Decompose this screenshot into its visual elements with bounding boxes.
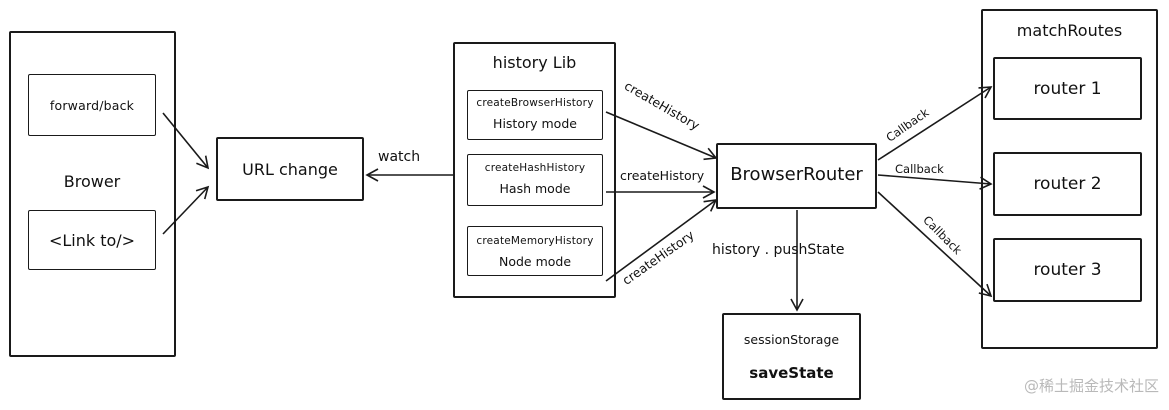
router-1-label: router 1 — [1033, 79, 1102, 99]
router-1-box — [993, 57, 1142, 120]
watch-label: watch — [378, 149, 421, 165]
match-routes-panel — [981, 9, 1158, 349]
arrow-memoryhistory-to-router — [605, 199, 718, 282]
push-state-label: history . pushState — [712, 242, 845, 258]
callback-label-2: Callback — [895, 162, 944, 176]
browser-history-mode: History mode — [493, 116, 577, 131]
history-lib-panel — [453, 42, 616, 298]
browser-router-label: BrowserRouter — [730, 164, 863, 185]
arrow-router-to-route1 — [877, 86, 993, 161]
browser-history-fn: createBrowserHistory — [476, 97, 594, 109]
hash-history-fn: createHashHistory — [484, 162, 586, 174]
forward-back-label: forward/back — [49, 98, 135, 113]
router-2-box — [993, 152, 1142, 216]
forward-back-box — [28, 74, 156, 136]
save-state-label: saveState — [749, 364, 834, 382]
session-storage-box — [722, 313, 861, 400]
match-routes-title: matchRoutes — [1016, 21, 1123, 40]
session-storage-title: sessionStorage — [743, 332, 840, 347]
browser-router-box — [716, 143, 877, 209]
memory-history-fn: createMemoryHistory — [476, 235, 594, 247]
arrow-link-to-url — [162, 185, 210, 235]
memory-history-mode: Node mode — [498, 254, 572, 269]
browser-title: Brower — [63, 172, 121, 191]
arrow-browserhistory-to-router — [605, 111, 718, 161]
browser-history-box — [467, 90, 603, 140]
url-change-label: URL change — [242, 160, 338, 179]
memory-history-box — [467, 226, 603, 276]
watermark: @稀土掘金技术社区 — [1023, 377, 1159, 395]
browser-panel — [9, 31, 176, 357]
create-history-label-2: createHistory — [620, 168, 705, 183]
hash-history-box — [467, 154, 603, 206]
router-3-label: router 3 — [1033, 260, 1102, 280]
arrow-router-to-route3 — [877, 191, 993, 298]
router-2-label: router 2 — [1033, 174, 1102, 194]
hash-history-mode: Hash mode — [499, 181, 571, 196]
link-to-box — [28, 210, 156, 270]
arrow-forward-to-url — [162, 112, 210, 170]
arrow-router-to-route2 — [877, 174, 993, 190]
link-to-label: <Link to/> — [48, 231, 136, 250]
url-change-box — [216, 137, 364, 201]
history-lib-title: history Lib — [492, 53, 577, 72]
router-3-box — [993, 238, 1142, 302]
